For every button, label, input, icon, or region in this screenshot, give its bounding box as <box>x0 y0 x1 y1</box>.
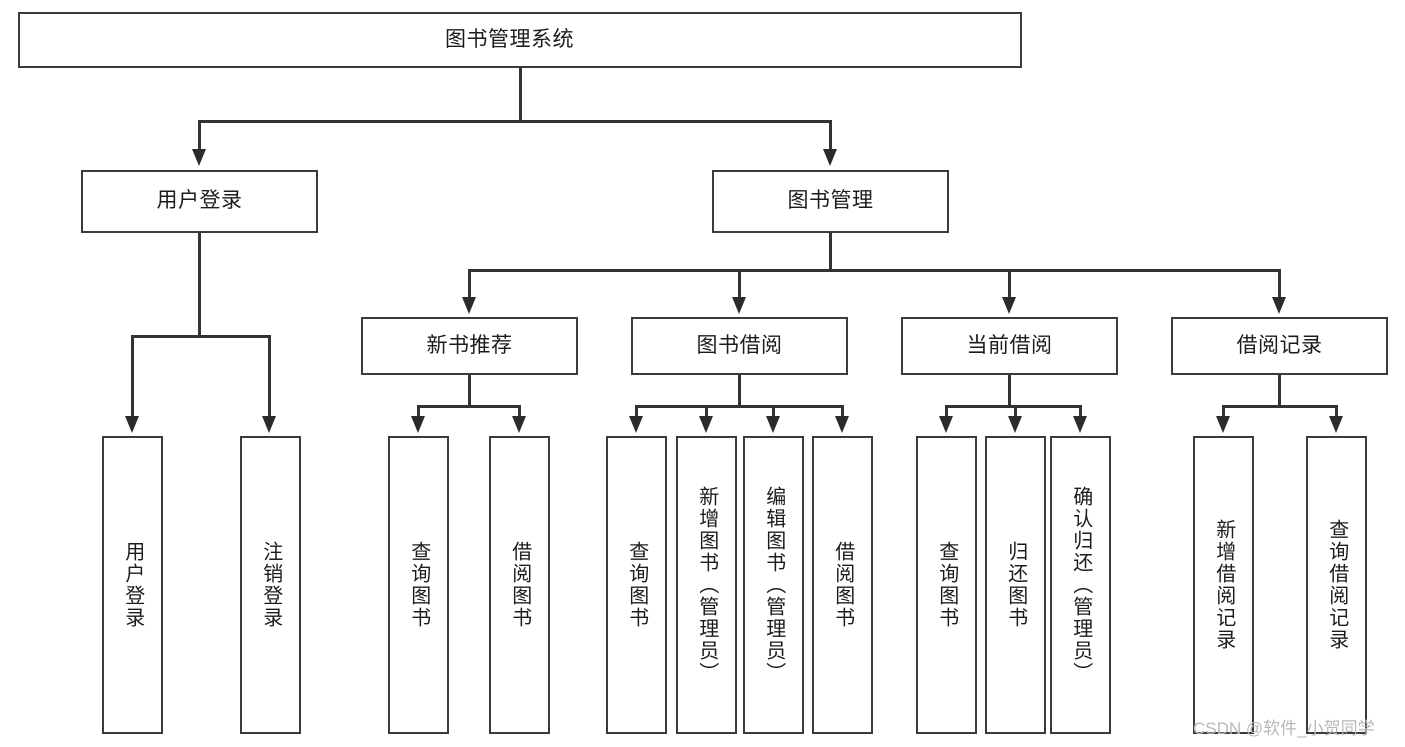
arrow-to-leaf-confirm-return <box>1073 416 1087 433</box>
node-book-borrow-label: 图书借阅 <box>696 333 783 357</box>
node-leaf-borrow-book-2-label: 借阅图书 <box>831 541 854 629</box>
connector-cb-drop-2 <box>1014 405 1017 418</box>
connector-book-manage-bar <box>468 269 1280 272</box>
connector-user-login-stem <box>198 233 201 335</box>
connector-bb-bar <box>635 405 843 408</box>
arrow-to-leaf-query-book-2 <box>629 416 643 433</box>
node-leaf-add-book-label: 新增图书（管理员） <box>695 486 718 684</box>
arrow-to-leaf-edit-book <box>766 416 780 433</box>
node-book-manage[interactable]: 图书管理 <box>712 170 949 233</box>
node-leaf-query-book-2-label: 查询图书 <box>625 541 648 629</box>
node-new-book-recommend[interactable]: 新书推荐 <box>361 317 578 375</box>
node-leaf-user-logout[interactable]: 注销登录 <box>240 436 301 734</box>
connector-nbr-drop-1 <box>417 405 420 418</box>
connector-br-drop-1 <box>1222 405 1225 418</box>
connector-bm-drop-3 <box>1008 269 1011 299</box>
node-leaf-borrow-book-1[interactable]: 借阅图书 <box>489 436 550 734</box>
connector-bm-drop-1 <box>468 269 471 299</box>
connector-bb-drop-1 <box>635 405 638 418</box>
connector-root-to-book-manage <box>829 120 832 151</box>
node-current-borrow[interactable]: 当前借阅 <box>901 317 1118 375</box>
node-leaf-user-login-label: 用户登录 <box>121 541 144 629</box>
connector-br-drop-2 <box>1335 405 1338 418</box>
arrow-to-leaf-borrow-book-2 <box>835 416 849 433</box>
arrow-to-leaf-user-logout <box>262 416 276 433</box>
connector-br-bar <box>1222 405 1337 408</box>
connector-bm-drop-2 <box>738 269 741 299</box>
connector-nbr-drop-2 <box>518 405 521 418</box>
connector-user-login-bar <box>131 335 270 338</box>
arrow-root-to-book-manage <box>823 149 837 166</box>
node-leaf-query-book-3-label: 查询图书 <box>935 541 958 629</box>
connector-root-bar <box>198 120 831 123</box>
node-leaf-add-book[interactable]: 新增图书（管理员） <box>676 436 737 734</box>
node-leaf-borrow-book-2[interactable]: 借阅图书 <box>812 436 873 734</box>
node-leaf-query-record[interactable]: 查询借阅记录 <box>1306 436 1367 734</box>
connector-user-login-drop-1 <box>131 335 134 418</box>
node-leaf-query-record-label: 查询借阅记录 <box>1325 519 1348 651</box>
connector-nbr-bar <box>417 405 520 408</box>
node-leaf-return-book-label: 归还图书 <box>1004 541 1027 629</box>
connector-cb-drop-1 <box>945 405 948 418</box>
arrow-to-leaf-add-record <box>1216 416 1230 433</box>
node-user-login-label: 用户登录 <box>156 189 243 213</box>
node-book-borrow[interactable]: 图书借阅 <box>631 317 848 375</box>
arrow-to-leaf-add-book <box>699 416 713 433</box>
node-leaf-confirm-return-label: 确认归还（管理员） <box>1069 486 1092 684</box>
node-leaf-user-logout-label: 注销登录 <box>259 541 282 629</box>
node-leaf-edit-book-label: 编辑图书（管理员） <box>762 486 785 684</box>
arrow-to-leaf-user-login <box>125 416 139 433</box>
connector-book-manage-stem <box>829 233 832 269</box>
connector-bb-stem <box>738 375 741 405</box>
arrow-to-current-borrow <box>1002 297 1016 314</box>
node-leaf-query-book-2[interactable]: 查询图书 <box>606 436 667 734</box>
arrow-to-leaf-query-book-3 <box>939 416 953 433</box>
arrow-to-borrow-record <box>1272 297 1286 314</box>
node-new-book-recommend-label: 新书推荐 <box>426 333 513 357</box>
connector-cb-bar <box>945 405 1081 408</box>
node-leaf-confirm-return[interactable]: 确认归还（管理员） <box>1050 436 1111 734</box>
node-borrow-record-label: 借阅记录 <box>1236 333 1323 357</box>
node-leaf-add-record-label: 新增借阅记录 <box>1212 519 1235 651</box>
node-root[interactable]: 图书管理系统 <box>18 12 1022 68</box>
node-leaf-query-book-3[interactable]: 查询图书 <box>916 436 977 734</box>
arrow-to-leaf-return-book <box>1008 416 1022 433</box>
connector-nbr-stem <box>468 375 471 405</box>
node-user-login[interactable]: 用户登录 <box>81 170 318 233</box>
arrow-to-new-book-recommend <box>462 297 476 314</box>
node-leaf-query-book-1-label: 查询图书 <box>407 541 430 629</box>
node-leaf-query-book-1[interactable]: 查询图书 <box>388 436 449 734</box>
connector-user-login-drop-2 <box>268 335 271 418</box>
node-leaf-user-login[interactable]: 用户登录 <box>102 436 163 734</box>
arrow-to-leaf-query-record <box>1329 416 1343 433</box>
connector-cb-drop-3 <box>1079 405 1082 418</box>
node-current-borrow-label: 当前借阅 <box>966 333 1053 357</box>
connector-root-to-user-login <box>198 120 201 151</box>
arrow-to-book-borrow <box>732 297 746 314</box>
arrow-to-leaf-borrow-book-1 <box>512 416 526 433</box>
arrow-root-to-user-login <box>192 149 206 166</box>
node-leaf-edit-book[interactable]: 编辑图书（管理员） <box>743 436 804 734</box>
node-leaf-borrow-book-1-label: 借阅图书 <box>508 541 531 629</box>
node-leaf-add-record[interactable]: 新增借阅记录 <box>1193 436 1254 734</box>
connector-br-stem <box>1278 375 1281 405</box>
arrow-to-leaf-query-book-1 <box>411 416 425 433</box>
connector-root-stem <box>519 68 522 120</box>
node-borrow-record[interactable]: 借阅记录 <box>1171 317 1388 375</box>
node-root-label: 图书管理系统 <box>445 27 574 51</box>
node-leaf-return-book[interactable]: 归还图书 <box>985 436 1046 734</box>
connector-bm-drop-4 <box>1278 269 1281 299</box>
connector-bb-drop-3 <box>772 405 775 418</box>
connector-bb-drop-2 <box>705 405 708 418</box>
connector-bb-drop-4 <box>841 405 844 418</box>
connector-cb-stem <box>1008 375 1011 405</box>
node-book-manage-label: 图书管理 <box>787 189 874 213</box>
